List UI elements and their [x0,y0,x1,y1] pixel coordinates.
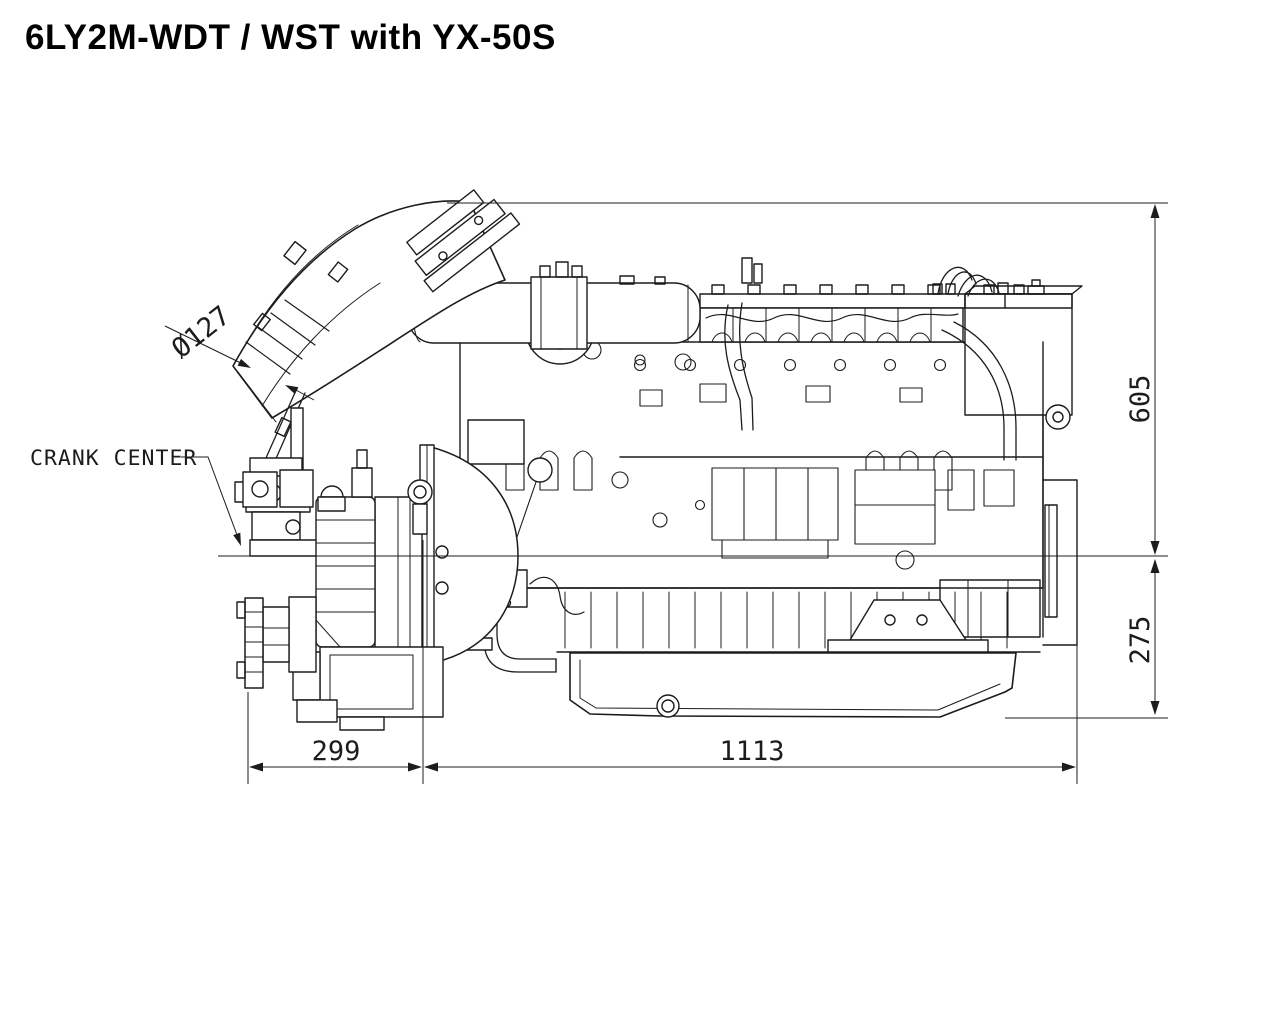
page-title: 6LY2M-WDT / WST with YX-50S [25,18,556,57]
oil-pan [459,587,1044,718]
dimension-text-dia127: Ø127 [166,300,236,364]
crank-center-text: CRANK CENTER [30,446,197,471]
dimension-text-299: 299 [312,736,361,767]
dimension-text-275: 275 [1125,616,1156,665]
engine-block [459,284,1044,589]
expansion-tank [932,266,1083,416]
dimension-engine-length: 1113 [424,736,1076,772]
block-details [505,302,1015,570]
dimension-height-below-crank: 275 [1125,559,1160,715]
dimension-gearbox-length: 299 [249,736,422,772]
mount-foot-rear [827,599,989,653]
crank-center-label: CRANK CENTER [30,446,241,546]
dimension-text-605: 605 [1125,375,1156,424]
exhaust-elbow [232,189,521,557]
dimension-height-above-crank: 605 [1125,204,1160,555]
dimension-text-1113: 1113 [719,736,784,767]
